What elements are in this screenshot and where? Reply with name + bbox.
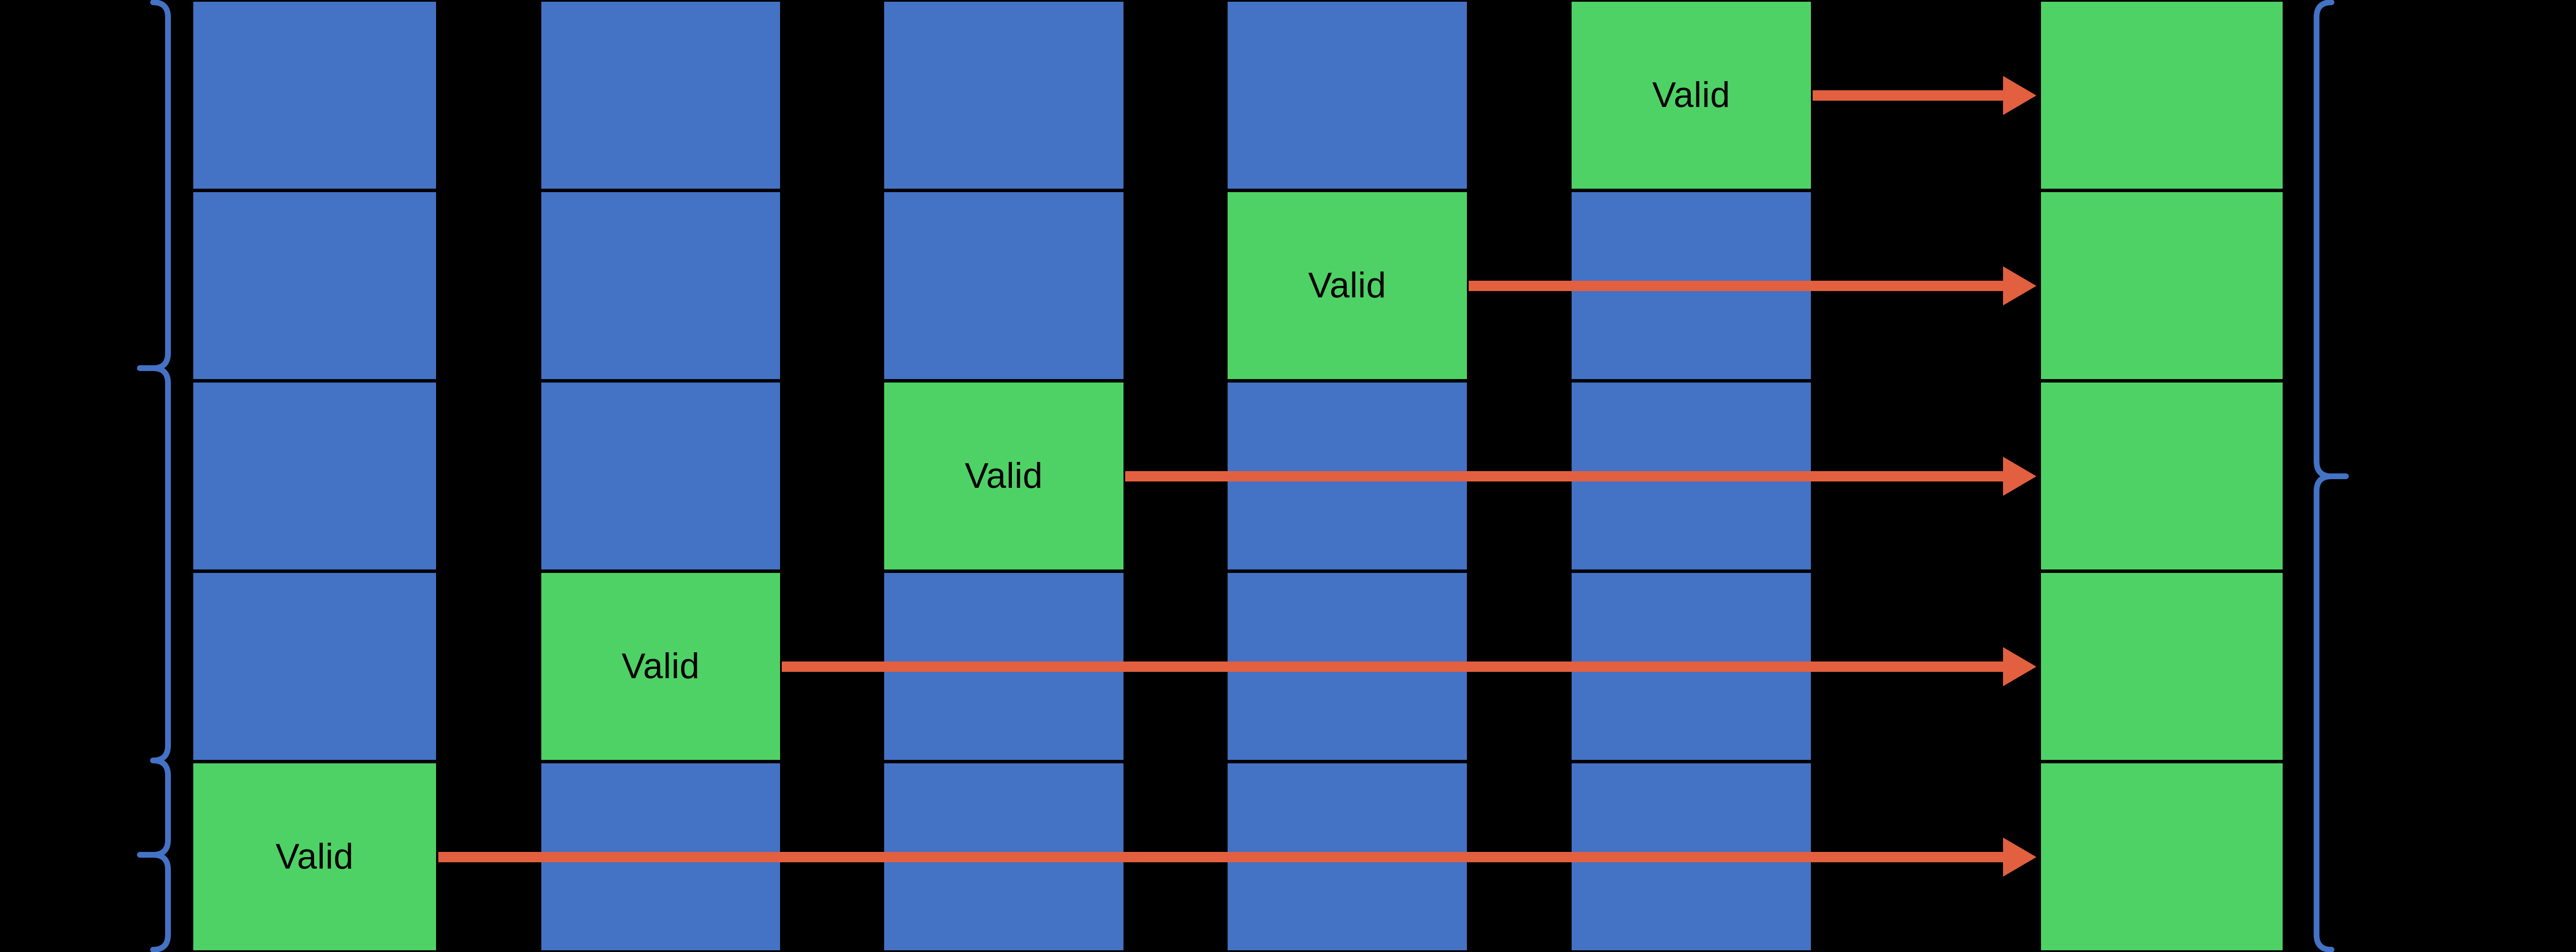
grid-cell-r3-c5[interactable] bbox=[1570, 381, 1813, 571]
grid-cell-r5-c3[interactable] bbox=[882, 762, 1125, 952]
grid-cell-r1-c4[interactable] bbox=[1226, 0, 1469, 190]
grid-cell-r2-c6[interactable] bbox=[2039, 190, 2284, 381]
grid-cell-r2-c5[interactable] bbox=[1570, 190, 1813, 381]
grid-cell-r3-c4[interactable] bbox=[1226, 381, 1469, 571]
grid-cell-r5-c2[interactable] bbox=[540, 762, 782, 952]
grid-cell-r2-c1[interactable] bbox=[192, 190, 438, 381]
grid-cell-r4-c1[interactable] bbox=[192, 571, 438, 762]
grid-cell-r3-c3[interactable]: Valid bbox=[882, 381, 1125, 571]
grid-cell-r2-c4[interactable]: Valid bbox=[1226, 190, 1469, 381]
grid-cell-r2-c3[interactable] bbox=[882, 190, 1125, 381]
grid-cell-r5-c5[interactable] bbox=[1570, 762, 1813, 952]
valid-label: Valid bbox=[1308, 265, 1386, 305]
grid-cell-r1-c5[interactable]: Valid bbox=[1570, 0, 1813, 190]
grid-cell-r4-c4[interactable] bbox=[1226, 571, 1469, 762]
grid-cell-r1-c1[interactable] bbox=[192, 0, 438, 190]
valid-label: Valid bbox=[621, 646, 700, 686]
grid-cell-r4-c2[interactable]: Valid bbox=[540, 571, 782, 762]
valid-label: Valid bbox=[276, 836, 354, 877]
grid-cell-r1-c3[interactable] bbox=[882, 0, 1125, 190]
grid-cell-r4-c6[interactable] bbox=[2039, 571, 2284, 762]
grid-cell-r3-c1[interactable] bbox=[192, 381, 438, 571]
grid-cell-r5-c6[interactable] bbox=[2039, 762, 2284, 952]
grid-cell-r1-c6[interactable] bbox=[2039, 0, 2284, 190]
grid-cell-r1-c2[interactable] bbox=[540, 0, 782, 190]
grid-cell-r2-c2[interactable] bbox=[540, 190, 782, 381]
valid-label: Valid bbox=[1652, 75, 1730, 115]
valid-label: Valid bbox=[965, 456, 1043, 496]
grid-cell-r3-c6[interactable] bbox=[2039, 381, 2284, 571]
grid-cell-r4-c3[interactable] bbox=[882, 571, 1125, 762]
grid-cell-r5-c4[interactable] bbox=[1226, 762, 1469, 952]
grid-cell-r5-c1[interactable]: Valid bbox=[192, 762, 438, 952]
grid-cell-r4-c5[interactable] bbox=[1570, 571, 1813, 762]
grid-cell-r3-c2[interactable] bbox=[540, 381, 782, 571]
